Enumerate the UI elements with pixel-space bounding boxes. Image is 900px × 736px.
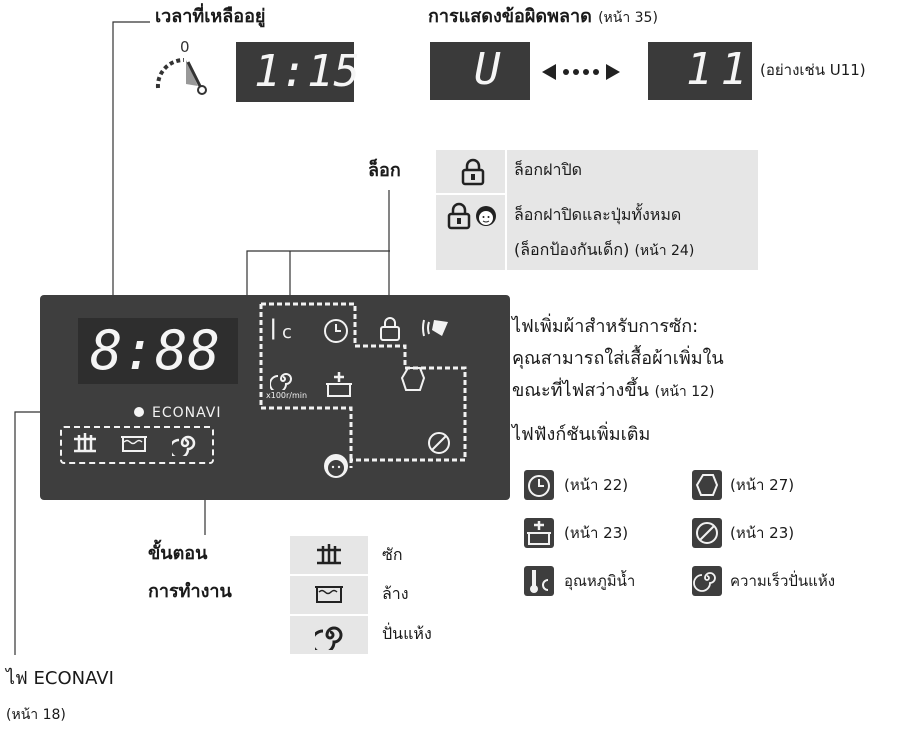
add-laundry-line2: คุณสามารถใส่เสื้อผ้าเพิ่มใน <box>512 348 724 369</box>
timer-icon <box>324 319 348 343</box>
extra-rinse-icon-key <box>524 518 554 548</box>
water-temp-key-label: อุณหภูมิน้ำ <box>564 572 636 590</box>
lid-lock-icon <box>461 158 485 186</box>
water-temp-icon: ǀ <box>270 316 277 341</box>
spin-icon <box>172 435 196 456</box>
process-icon-group <box>60 426 214 464</box>
spin-speed-icon-key <box>692 566 722 596</box>
water-temp-icon-key <box>524 566 554 596</box>
error-code-right: 11 <box>648 42 752 100</box>
fabric-icon-key <box>692 470 722 500</box>
tub-clean-icon-key <box>692 518 722 548</box>
error-display-label: การแสดงข้อผิดพลาด (หน้า 35) <box>428 6 658 27</box>
spin-label: ปั่นแห้ง <box>382 624 432 643</box>
spin-icon-key <box>315 626 343 650</box>
lock-row1: ล็อกฝาปิด <box>514 160 583 179</box>
lid-lock-icon-2 <box>447 202 471 230</box>
lock-indicator-icon <box>380 317 400 341</box>
spin-unit-label: x100r/min <box>266 391 308 400</box>
functions-title: ไฟฟังก์ชันเพิ่มเติม <box>512 424 651 445</box>
dial-zero: 0 <box>180 38 190 56</box>
rinse-icon <box>121 436 147 452</box>
child-lock-icon <box>476 206 496 226</box>
process-title-line1: ขั้นตอน <box>148 543 208 564</box>
lock-row2-line1: ล็อกฝาปิดและปุ่มทั้งหมด <box>514 205 682 224</box>
temp-unit: c <box>282 322 292 343</box>
time-remaining-label: เวลาที่เหลืออยู่ <box>155 6 266 27</box>
spin-speed-key-label: ความเร็วปั่นแห้ง <box>730 572 836 590</box>
fabric-panel-icon <box>400 367 426 391</box>
econavi-lamp <box>134 407 144 417</box>
extra-rinse-panel-icon <box>326 372 352 397</box>
add-laundry-line3: ขณะที่ไฟสว่างขึ้น (หน้า 12) <box>512 380 715 401</box>
add-laundry-icon <box>422 319 448 337</box>
econavi-lamp-page: (หน้า 18) <box>6 707 66 723</box>
wash-icon <box>74 433 96 453</box>
timer-icon-key <box>524 470 554 500</box>
tub-clean-key-label: (หน้า 23) <box>730 524 795 542</box>
function-cluster-outline <box>259 302 467 468</box>
timer-key-label: (หน้า 22) <box>564 476 629 494</box>
fabric-key-label: (หน้า 27) <box>730 476 795 494</box>
wash-label: ซัก <box>382 545 403 564</box>
rinse-icon-key <box>315 586 343 603</box>
tub-clean-panel-icon <box>428 432 450 454</box>
remaining-time-dial-icon: 0 <box>155 38 207 95</box>
time-value: 1:15 <box>254 46 360 97</box>
process-title-line2: การทำงาน <box>148 581 232 602</box>
extra-rinse-key-label: (หน้า 23) <box>564 524 629 542</box>
rinse-label: ล้าง <box>382 584 409 603</box>
error-example: (อย่างเช่น U11) <box>760 61 866 79</box>
alternating-arrows-icon <box>542 64 620 80</box>
lock-row2-line2: (ล็อกป้องกันเด็ก) (หน้า 24) <box>514 240 695 259</box>
time-display: 1:15 <box>236 42 360 102</box>
child-lock-panel-icon <box>324 454 348 478</box>
lock-title: ล็อก <box>368 160 401 181</box>
wash-icon-key <box>317 544 341 565</box>
spin-speed-panel-icon <box>270 373 292 390</box>
error-code-left: U <box>430 42 530 100</box>
econavi-lamp-label: ไฟ ECONAVI <box>6 668 114 689</box>
econavi-text: ECONAVI <box>152 405 222 421</box>
add-laundry-line1: ไฟเพิ่มผ้าสำหรับการซัก: <box>512 316 699 337</box>
panel-display: 8:88 <box>78 318 238 384</box>
